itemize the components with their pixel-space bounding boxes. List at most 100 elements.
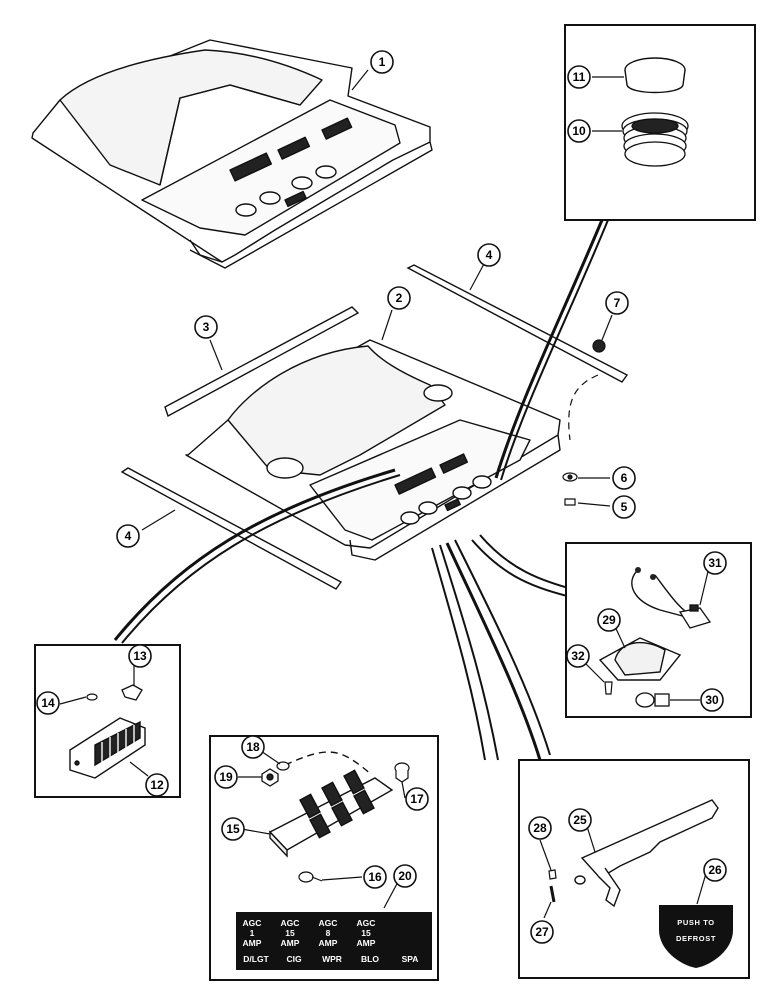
fuse-label-cell: AGC (243, 918, 262, 928)
fuse-label-row1: AGC AGC AGC AGC (243, 918, 376, 928)
screw-16 (298, 871, 323, 883)
callout-number: 4 (486, 248, 493, 262)
callout-c28: 28 (528, 816, 552, 840)
callout-number: 28 (533, 821, 547, 835)
callout-number: 4 (125, 529, 132, 543)
pin-27 (549, 885, 556, 903)
headliner-panel-lower (185, 339, 561, 561)
fastener-group (562, 339, 606, 506)
callout-c6: 6 (612, 466, 636, 490)
lens-29 (598, 637, 682, 681)
defrost-decal-line2: DEFROST (676, 934, 716, 943)
callout-number: 2 (396, 291, 403, 305)
callout-number: 19 (219, 770, 233, 784)
callout-c30: 30 (700, 688, 724, 712)
fuse-label-cell: 15 (361, 928, 371, 938)
callout-c20: 20 (393, 864, 417, 888)
callout-c4a: 4 (477, 243, 501, 267)
vent-grille-12 (69, 717, 146, 779)
callout-c17: 17 (405, 787, 429, 811)
callout-number: 32 (571, 649, 585, 663)
screw-32 (604, 681, 613, 695)
fuse-label-cell: 8 (326, 928, 331, 938)
bulb-30 (635, 692, 670, 708)
screw-14 (86, 693, 98, 701)
callout-c11: 11 (567, 65, 591, 89)
fuse-label-row2: 1 15 8 15 (250, 928, 371, 938)
callout-number: 18 (246, 740, 260, 754)
callout-c32: 32 (566, 644, 590, 668)
callout-number: 1 (379, 55, 386, 69)
fuse-label-cell: BLO (361, 954, 379, 964)
fuse-label-cell: 15 (285, 928, 295, 938)
fuse-label-cell: AMP (319, 938, 338, 948)
callout-c3: 3 (194, 315, 218, 339)
callout-c27: 27 (530, 920, 554, 944)
callout-number: 6 (621, 471, 628, 485)
callout-number: 29 (602, 613, 616, 627)
callout-number: 11 (573, 70, 586, 84)
callout-number: 27 (535, 925, 549, 939)
fuse-block-15 (268, 769, 394, 858)
callout-c16: 16 (363, 865, 387, 889)
callout-c18: 18 (241, 735, 265, 759)
fuse-label-cell: AMP (243, 938, 262, 948)
callout-number: 3 (203, 320, 210, 334)
detail-box-vent (34, 644, 181, 798)
callout-c4b: 4 (116, 524, 140, 548)
fuse-label-cell: AGC (319, 918, 338, 928)
trim-strip-4-upper (406, 264, 629, 383)
callout-c31: 31 (703, 551, 727, 575)
defroster-bracket-25 (574, 799, 719, 908)
pin-28 (548, 869, 557, 880)
callout-c5: 5 (612, 495, 636, 519)
callout-number: 10 (572, 124, 586, 138)
callout-c14: 14 (36, 691, 60, 715)
callout-c2: 2 (387, 286, 411, 310)
callout-number: 17 (410, 792, 424, 806)
fuse-label-cell: AGC (357, 918, 376, 928)
callout-c19: 19 (214, 765, 238, 789)
defrost-decal-line1: PUSH TO (677, 918, 714, 927)
callout-c7: 7 (605, 291, 629, 315)
fuse-label-cell: WPR (322, 954, 342, 964)
fuse-label-cell: AGC (281, 918, 300, 928)
fuse-label-cell: SPA (402, 954, 419, 964)
callout-number: 13 (133, 649, 147, 663)
detail-leaders (113, 219, 609, 761)
callout-c12: 12 (145, 773, 169, 797)
callout-number: 16 (368, 870, 382, 884)
callout-number: 26 (708, 863, 722, 877)
callout-number: 14 (41, 696, 55, 710)
callout-number: 30 (705, 693, 719, 707)
fuse-label-row3: AMP AMP AMP AMP (243, 938, 376, 948)
defrost-decal-26: PUSH TO DEFROST (659, 905, 733, 968)
nut-19 (261, 768, 279, 787)
detail-box-seals (564, 24, 756, 221)
headliner-panel-upper (31, 39, 433, 269)
fuse-label-cell: 1 (250, 928, 255, 938)
callout-number: 15 (226, 822, 240, 836)
fuse-label-cell: D/LGT (243, 954, 269, 964)
callout-c10: 10 (567, 119, 591, 143)
callout-number: 12 (150, 778, 164, 792)
callout-number: 7 (614, 296, 621, 310)
callout-c29: 29 (597, 608, 621, 632)
fuse-label-cell: AMP (357, 938, 376, 948)
seal-ring-11 (624, 57, 686, 94)
clip-13 (121, 684, 143, 701)
wire-harness-31 (678, 604, 712, 629)
callout-c15: 15 (221, 817, 245, 841)
callout-c25: 25 (568, 808, 592, 832)
callout-number: 25 (573, 813, 587, 827)
trim-strip-3 (164, 306, 360, 418)
callout-number: 31 (708, 556, 722, 570)
callout-c26: 26 (703, 858, 727, 882)
callout-bubbles: 1234456710111213141516171819202526272829… (36, 50, 727, 944)
grommet-10 (621, 112, 689, 167)
fuse-label-cell: AMP (281, 938, 300, 948)
